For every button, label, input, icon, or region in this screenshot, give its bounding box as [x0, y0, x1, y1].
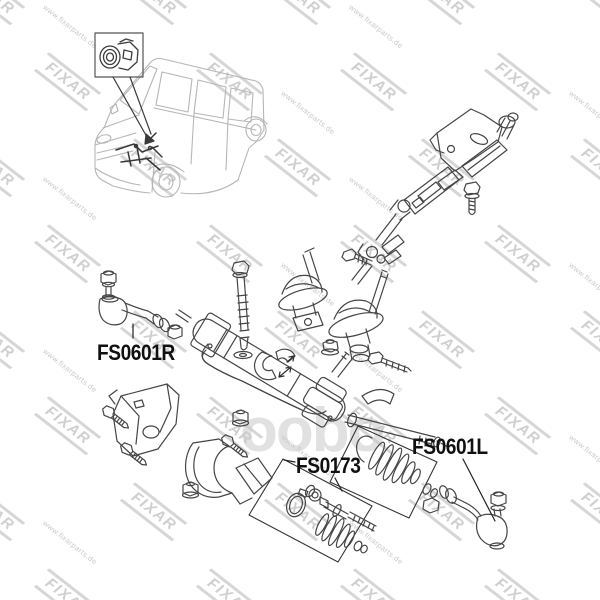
bushing-inset [94, 32, 144, 78]
column-bolt [463, 181, 481, 216]
leader-fs0601l [462, 458, 496, 522]
part-label-fs0173: FS0173 [296, 453, 361, 478]
inner-tie-rod-kit-contents [285, 484, 377, 554]
leader-fs0173 [283, 459, 343, 492]
rack-clamp-claw [253, 348, 296, 381]
shaft-boot-large [328, 269, 389, 363]
tie-rod-end-right [98, 270, 183, 340]
rack-boot-kit-contents [356, 435, 438, 498]
flange-nut-left [231, 409, 250, 427]
steering-column [351, 108, 519, 285]
part-label-fs0601r: FS0601R [97, 340, 175, 365]
heat-shield-upper [108, 383, 180, 457]
steering-rack-assembly [175, 309, 449, 448]
shaft-boot-small [278, 247, 328, 332]
flange-nut-center [320, 339, 340, 356]
pinch-bolt [341, 248, 373, 266]
van-illustration [94, 57, 268, 198]
tie-rod-end-left [422, 485, 508, 550]
rack-mounting-bolt [231, 260, 253, 360]
shield-screw-1 [102, 405, 130, 429]
part-label-fs0601l: FS0601L [412, 434, 488, 459]
shield-screw-3 [221, 434, 249, 458]
pipe-bolt [367, 351, 412, 373]
callout-wedge [112, 76, 155, 145]
fitting-direction-arrows [278, 355, 295, 378]
large-watermark-fragment: oobo [240, 396, 385, 465]
shield-screw-2 [120, 442, 148, 466]
inner-tie-rod-kit-box [248, 458, 373, 563]
rack-boot-kit-box [329, 425, 438, 519]
